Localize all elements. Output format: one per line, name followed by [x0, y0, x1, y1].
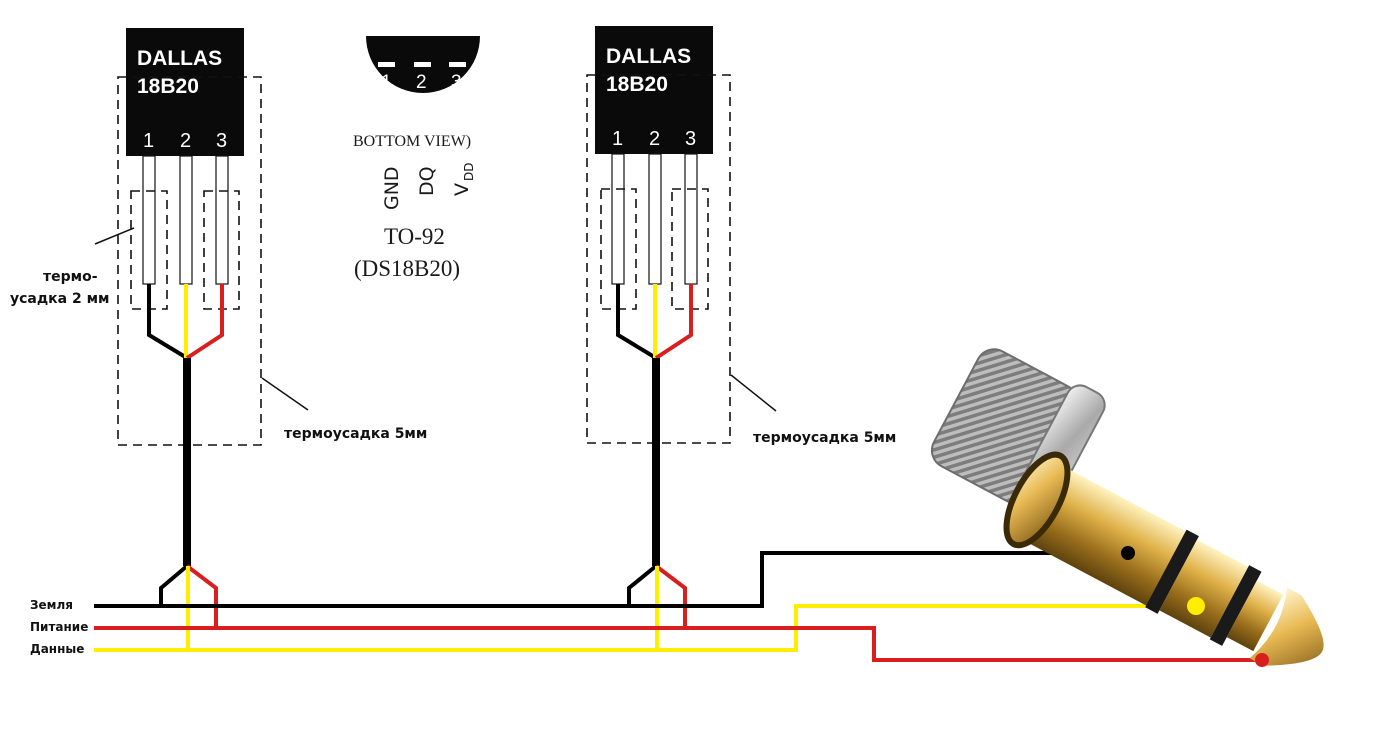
to92-vdd-subscript: DD	[462, 163, 476, 181]
sensor-left-drop-power	[185, 564, 218, 628]
shrink-2mm-label-line1: термо-	[43, 269, 98, 285]
shrink-5mm-left-label: термоусадка 5мм	[284, 426, 427, 442]
sensor-left-pin-3: 3	[216, 130, 227, 152]
to92-pin-2: 2	[416, 72, 427, 93]
plug-insulator-2	[1209, 565, 1262, 646]
shrink-5mm-right-leader	[730, 374, 777, 412]
shrink-5mm-left-leader	[261, 377, 309, 411]
to92-pin-1: 1	[381, 72, 392, 93]
sensor-right-pin-2: 2	[649, 128, 660, 150]
sensor-left-drop-ground	[159, 564, 189, 606]
to92-vdd-label: V	[451, 183, 473, 196]
sensor-left-wire-ground	[147, 284, 189, 360]
sensor-right-model: 18B20	[606, 73, 668, 96]
plug-ring	[1159, 539, 1249, 638]
sensor-left-brand: DALLAS	[137, 47, 222, 70]
to92-view-label: BOTTOM VIEW)	[353, 133, 471, 150]
sensor-right-body	[595, 26, 713, 154]
sensor-left-leg-3	[215, 155, 229, 285]
to92-part-name: (DS18B20)	[354, 256, 460, 281]
sensor-right-leg-2	[648, 153, 662, 285]
sensor-left-model: 18B20	[137, 75, 199, 98]
bus-ground-wire	[94, 551, 1128, 608]
to92-pin-3: 3	[451, 72, 462, 93]
shrink-2mm-label-line2: усадка 2 мм	[10, 291, 110, 307]
sensor-right-brand: DALLAS	[606, 45, 691, 68]
plug-insulator-1	[1145, 529, 1199, 614]
sensor-left: DALLAS 18B20 1 2 3	[117, 28, 262, 650]
sensor-right-pin-1: 1	[612, 128, 623, 150]
sensor-left-pin-2: 2	[180, 130, 191, 152]
sensor-right-drop-power	[654, 564, 687, 628]
sensor-right: DALLAS 18B20 1 2 3	[586, 26, 731, 650]
sensor-left-leg-1	[142, 155, 156, 285]
plug-contact-data	[1187, 597, 1205, 615]
jack-plug-image	[930, 348, 1324, 667]
sensor-right-wire-power	[654, 284, 693, 360]
sensor-right-pin-3: 3	[685, 128, 696, 150]
sensor-left-pin-1: 1	[143, 130, 154, 152]
to92-package: 1 2 3 BOTTOM VIEW) GND DQ V DD TO-92 (DS…	[353, 36, 480, 281]
shrink-2mm-leader	[94, 227, 135, 245]
sensor-right-leg-3	[684, 153, 698, 285]
sensor-left-body	[126, 28, 244, 156]
to92-dq-label: DQ	[416, 166, 438, 196]
bus-data-label: Данные	[30, 642, 84, 656]
sensor-right-leg-1	[611, 153, 625, 285]
to92-gnd-label: GND	[381, 166, 403, 210]
to92-package-name: TO-92	[384, 224, 445, 249]
sensor-left-leg-2	[179, 155, 193, 285]
plug-tip	[1249, 587, 1324, 666]
plug-contact-ground	[1121, 546, 1135, 560]
sensor-right-wire-ground	[616, 284, 658, 360]
sensor-left-wire-power	[185, 284, 224, 360]
shrink-5mm-right-label: термоусадка 5мм	[753, 430, 896, 446]
plug-contact-power	[1255, 653, 1269, 667]
sensor-right-drop-ground	[627, 564, 658, 606]
bus-power-wire	[94, 626, 1262, 662]
bus-ground-label: Земля	[30, 598, 73, 612]
bus-power-label: Питание	[30, 620, 88, 634]
